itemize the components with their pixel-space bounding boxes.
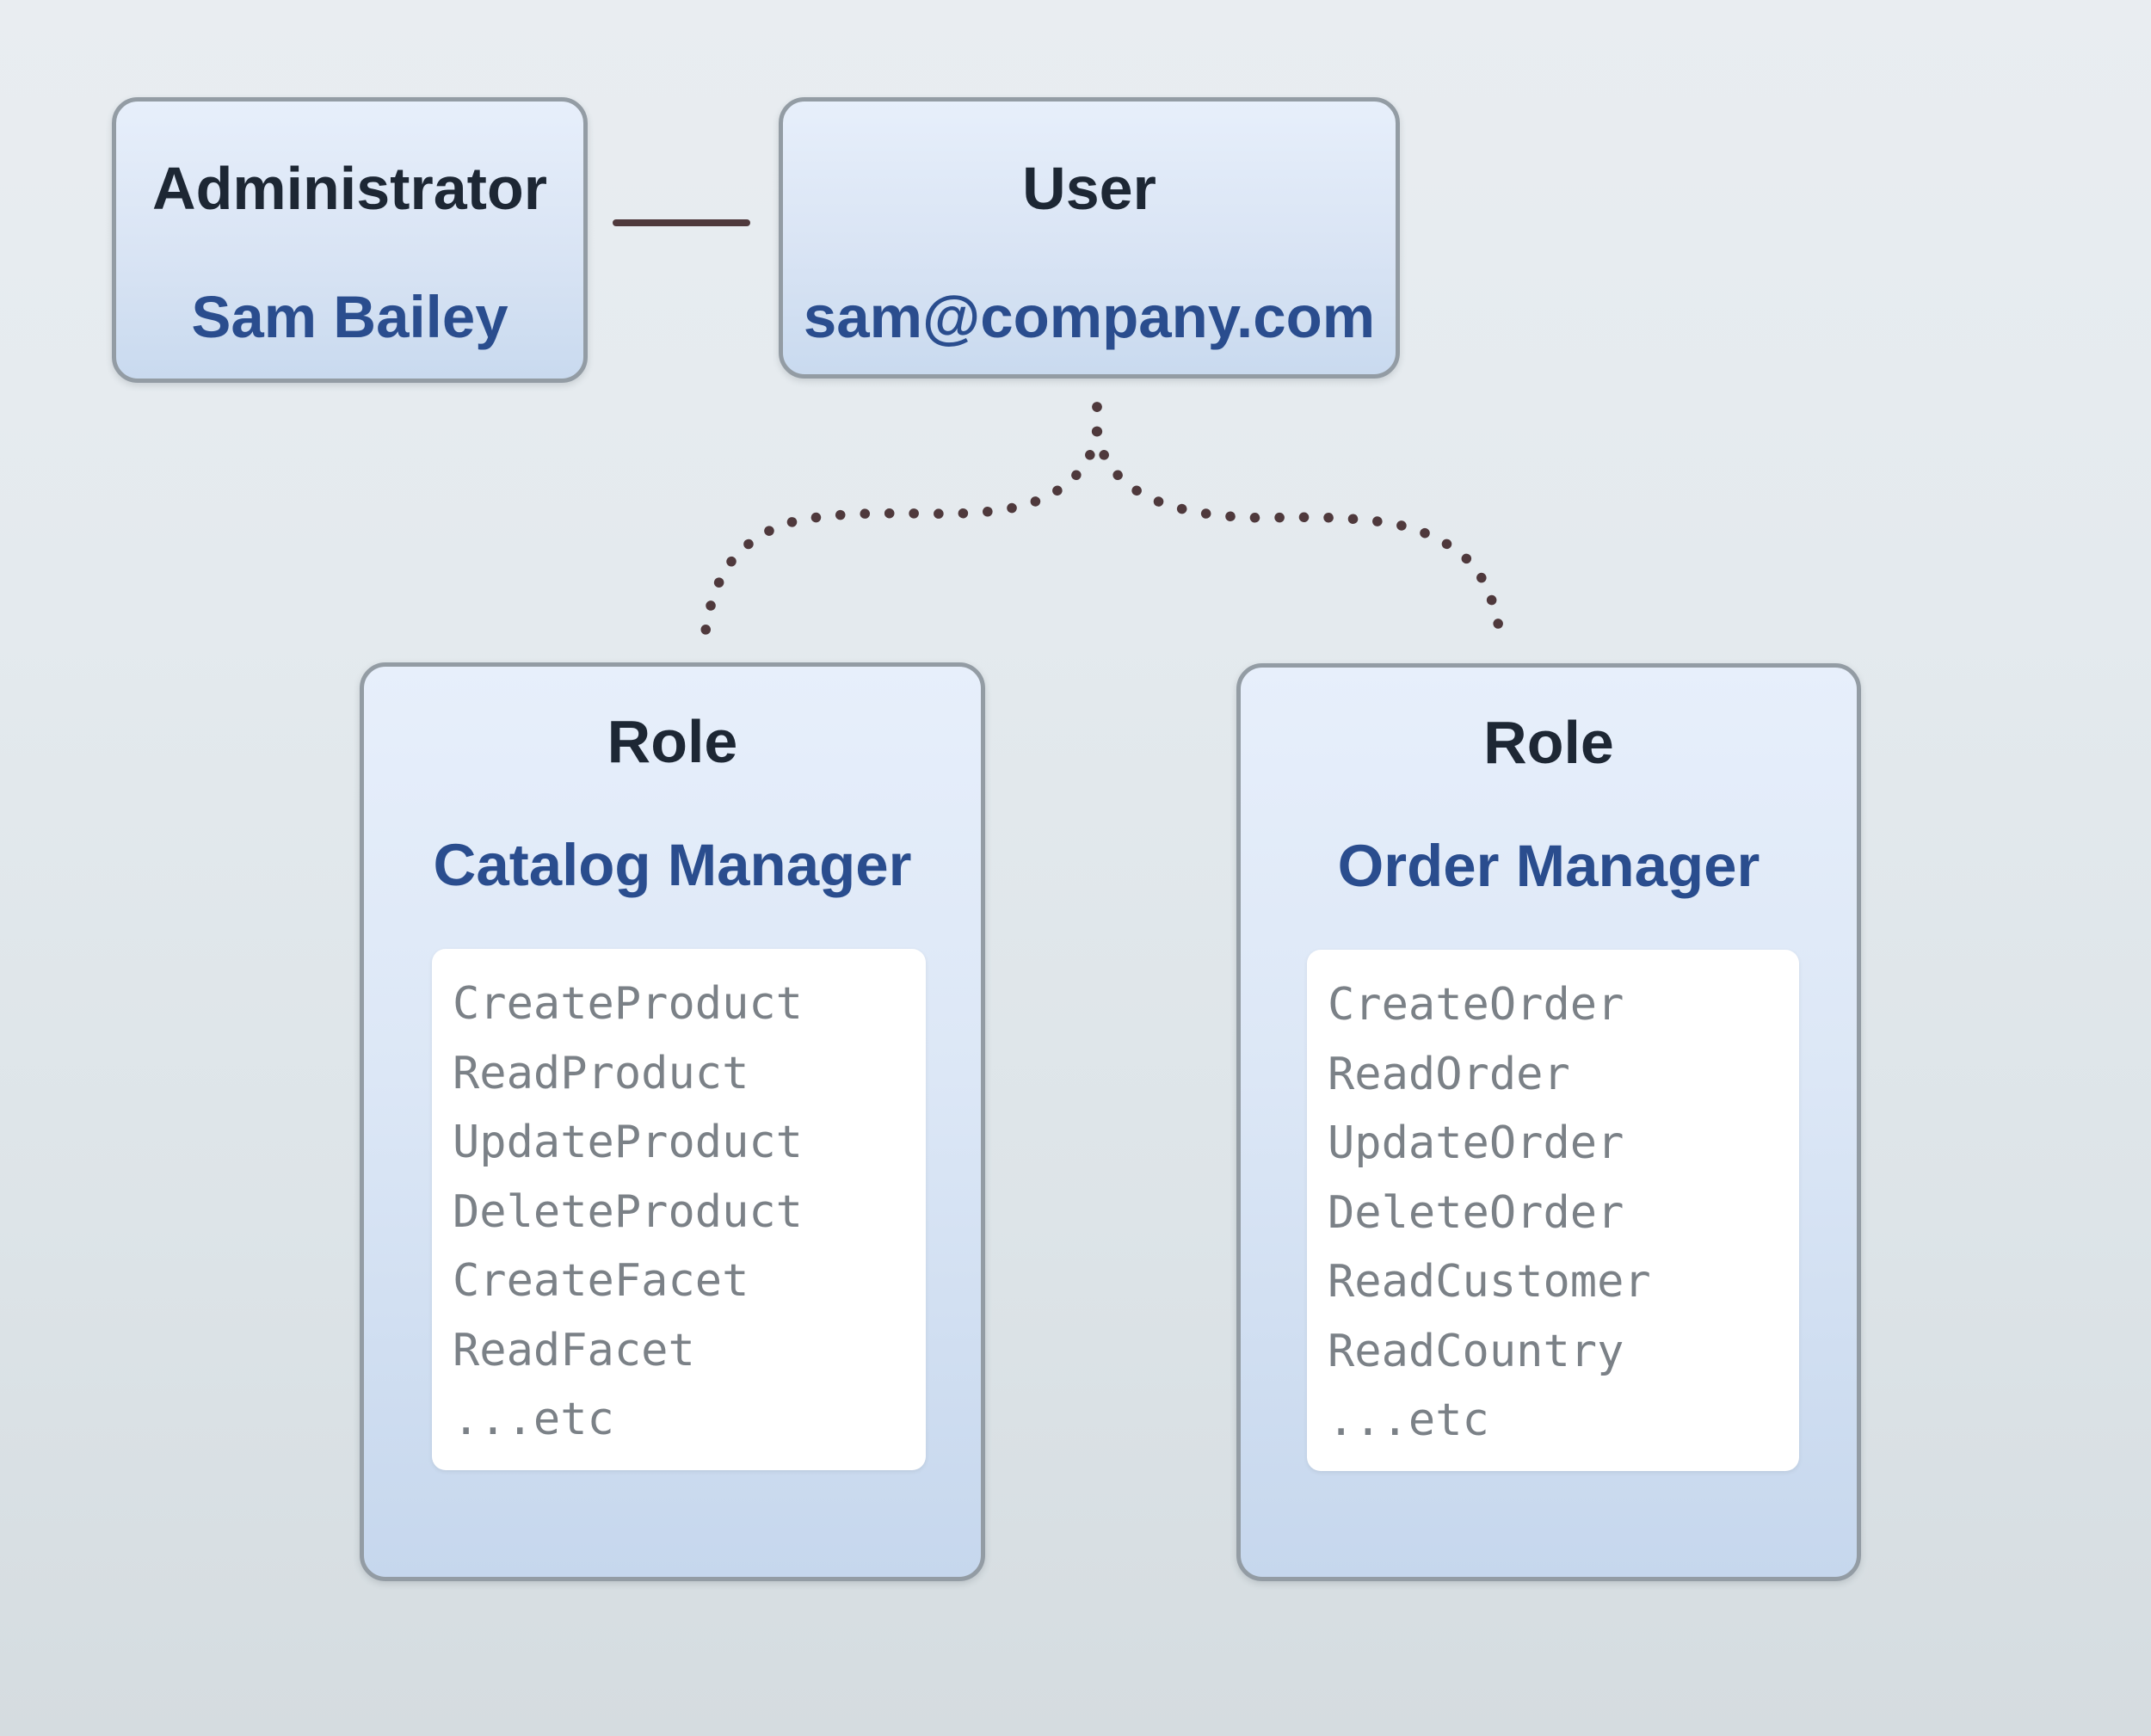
role-type-label: Role bbox=[1483, 709, 1614, 776]
user-node: User sam@company.com bbox=[779, 97, 1400, 379]
user-role-dotted-connector-right bbox=[1092, 402, 1507, 650]
administrator-type-label: Administrator bbox=[152, 155, 547, 222]
permission-list: CreateProduct ReadProduct UpdateProduct … bbox=[432, 949, 926, 1470]
permission-list: CreateOrder ReadOrder UpdateOrder Delete… bbox=[1307, 950, 1799, 1471]
permission-item: CreateProduct bbox=[453, 978, 803, 1030]
user-email: sam@company.com bbox=[803, 284, 1376, 350]
permission-item: ReadFacet bbox=[453, 1324, 695, 1376]
permission-item: ReadCountry bbox=[1328, 1325, 1624, 1377]
permission-item: DeleteProduct bbox=[453, 1185, 803, 1238]
permission-item: ReadCustomer bbox=[1328, 1256, 1651, 1308]
permission-item: ...etc bbox=[1328, 1394, 1489, 1446]
administrator-node: Administrator Sam Bailey bbox=[112, 97, 588, 383]
permission-item: ReadProduct bbox=[453, 1047, 749, 1099]
administrator-name: Sam Bailey bbox=[191, 284, 508, 350]
role-name: Order Manager bbox=[1337, 833, 1760, 899]
user-role-dotted-connector-left bbox=[699, 402, 1102, 652]
permission-item: CreateOrder bbox=[1328, 979, 1624, 1031]
user-type-label: User bbox=[1022, 155, 1156, 222]
permission-item: CreateFacet bbox=[453, 1255, 749, 1307]
permission-item: UpdateProduct bbox=[453, 1117, 803, 1168]
permission-item: DeleteOrder bbox=[1328, 1186, 1624, 1239]
role-card-order-manager: Role Order Manager CreateOrder ReadOrder… bbox=[1236, 663, 1861, 1581]
permission-item: UpdateOrder bbox=[1328, 1117, 1624, 1169]
role-type-label: Role bbox=[607, 708, 738, 775]
role-name: Catalog Manager bbox=[433, 832, 912, 898]
permission-item: ...etc bbox=[453, 1394, 614, 1445]
role-card-catalog-manager: Role Catalog Manager CreateProduct ReadP… bbox=[360, 662, 985, 1581]
permission-item: ReadOrder bbox=[1328, 1048, 1570, 1100]
